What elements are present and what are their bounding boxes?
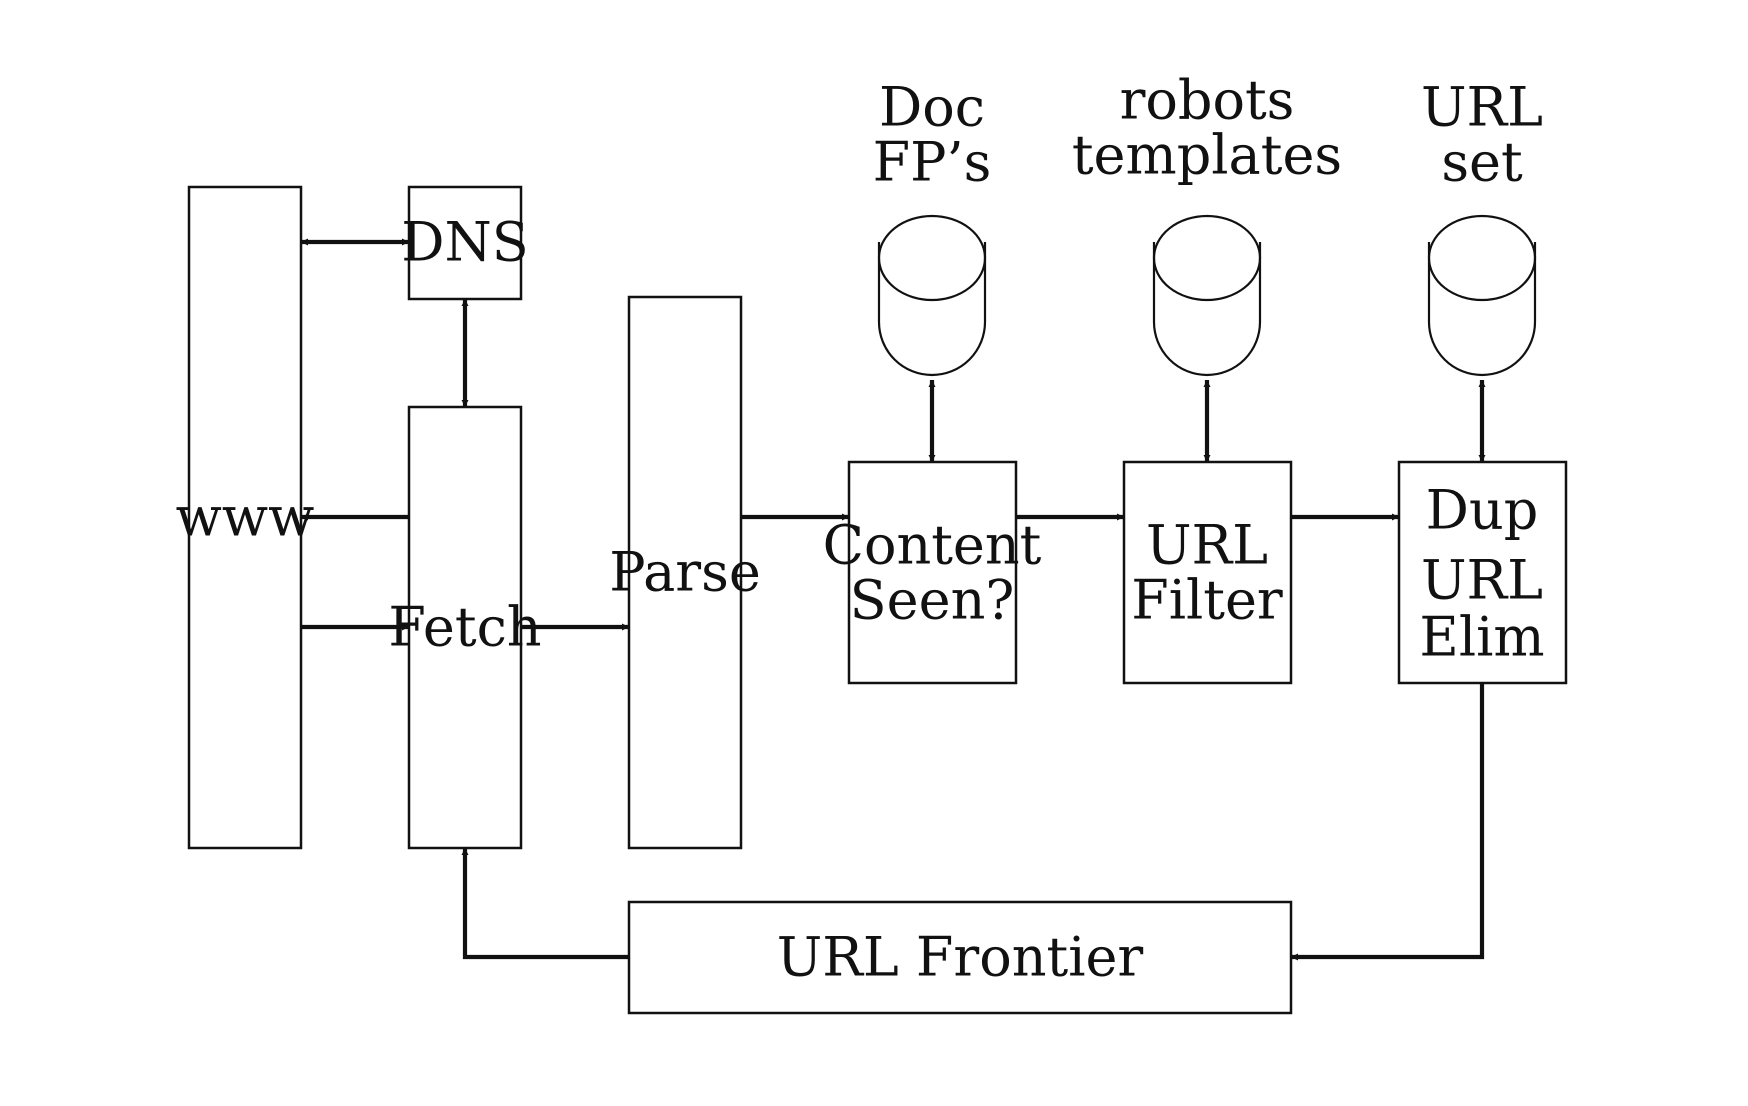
content-seen-label-line1: Content (823, 514, 1042, 577)
content-seen-node (847, 460, 1018, 685)
parse-label: Parse (609, 541, 761, 604)
url-set-label-line2: set (1441, 131, 1523, 194)
fetch-label: Fetch (388, 596, 541, 659)
doc-fps-store (877, 214, 987, 377)
url-filter-node (1122, 460, 1293, 685)
dns-node (407, 185, 523, 301)
url-frontier-label: URL Frontier (777, 926, 1144, 989)
url-set-store (1427, 214, 1537, 377)
dup-url-elim-label-line1: Dup (1426, 479, 1539, 542)
dup-url-elim-label-line2: URL (1421, 549, 1543, 612)
edge-frontier-fetch (461, 848, 629, 960)
doc-fps-label-line1: Doc (879, 76, 985, 139)
dup-url-elim-label-line3: Elim (1419, 606, 1544, 669)
parse-node (627, 295, 743, 850)
url-filter-label-line1: URL (1146, 514, 1268, 577)
robots-templates-store (1152, 214, 1262, 377)
edge-dup-elim-frontier (1291, 683, 1485, 961)
dns-label: DNS (401, 211, 529, 274)
robots-templates-label-line2: templates (1072, 124, 1342, 187)
content-seen-label-line2: Seen? (850, 569, 1015, 632)
robots-templates-label-line1: robots (1120, 69, 1295, 132)
www-node (187, 185, 303, 850)
doc-fps-label-line2: FP’s (873, 131, 992, 194)
www-label: www (176, 486, 315, 549)
url-set-label-line1: URL (1421, 76, 1543, 139)
url-filter-label-line2: Filter (1131, 569, 1283, 632)
